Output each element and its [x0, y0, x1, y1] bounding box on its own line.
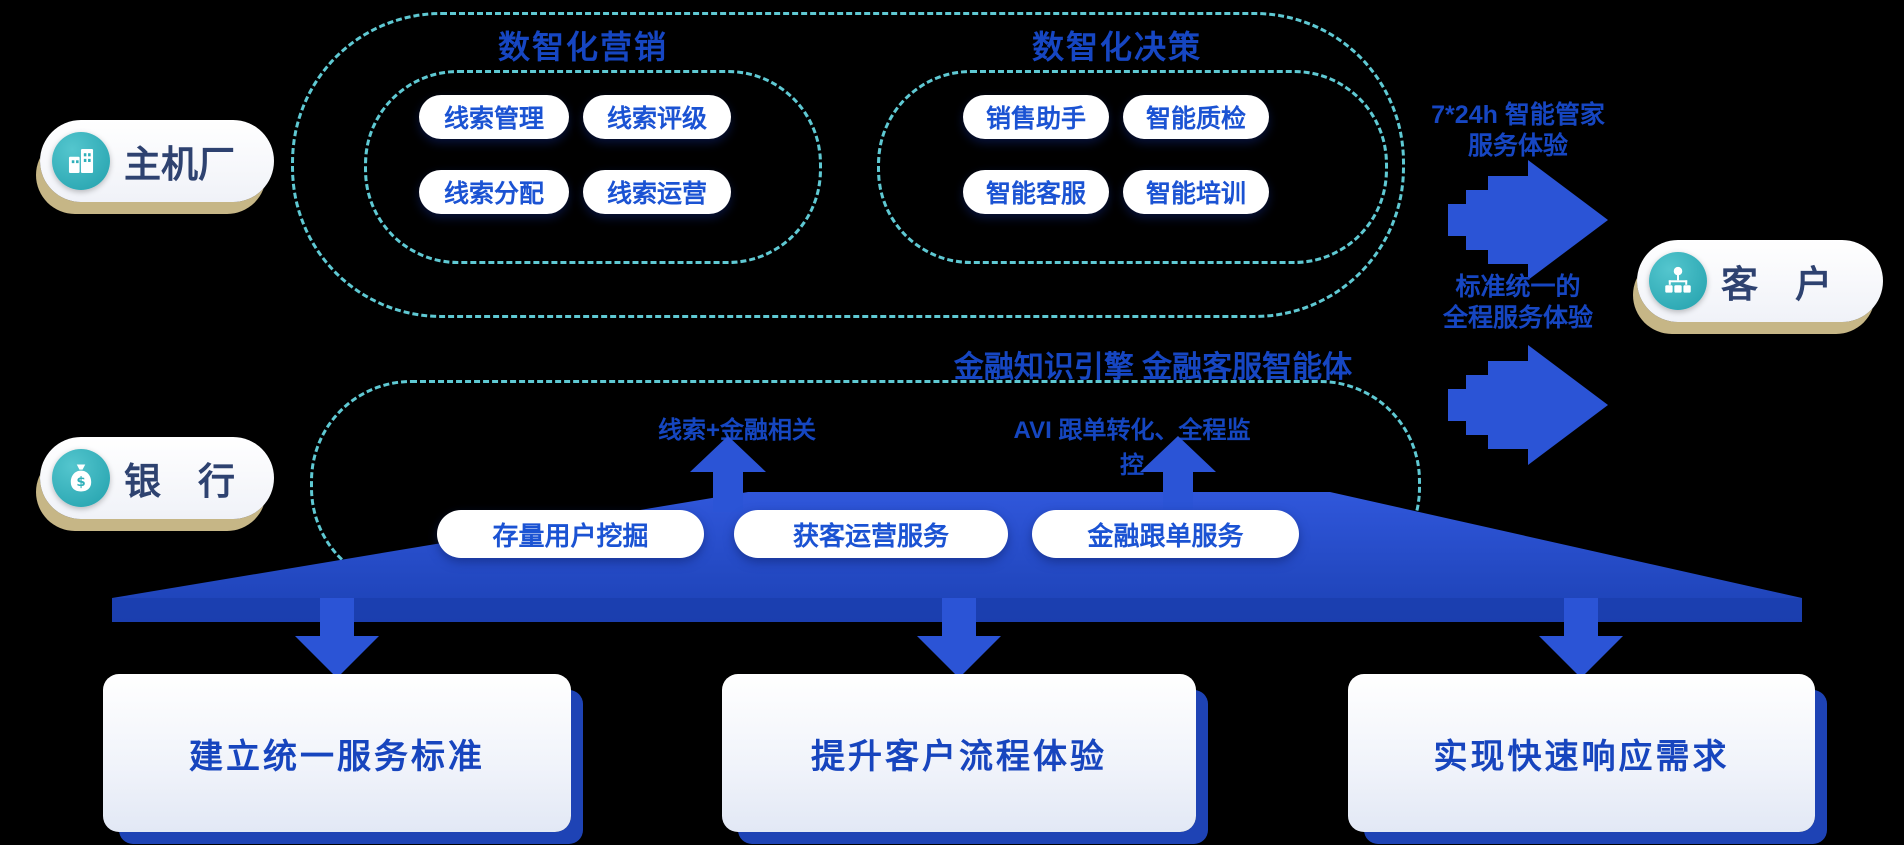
goal-box-rapid-response: 实现快速响应需求 — [1348, 674, 1815, 832]
right-arrow-icon — [1448, 345, 1608, 465]
up-arrow-icon — [1140, 436, 1216, 512]
capability-pill-smart-training: 智能培训 — [1123, 170, 1269, 214]
money-bag-icon: $ — [52, 449, 110, 507]
actor-oem: 主机厂 — [40, 120, 274, 202]
arrow-label-smart-butler: 7*24h 智能管家 服务体验 — [1408, 100, 1628, 163]
decision-title: 数智化决策 — [1031, 29, 1202, 65]
actor-oem-label: 主机厂 — [124, 144, 235, 185]
capability-pill-lead-operation: 线索运营 — [583, 170, 731, 214]
org-icon — [1649, 252, 1707, 310]
down-arrow-icon — [1539, 598, 1623, 678]
flow-label-avi-tracking: AVI 跟单转化、全程监控 — [1013, 417, 1251, 479]
arrow-label-unified-service: 标准统一的 全程服务体验 — [1408, 272, 1628, 335]
right-arrow-icon — [1448, 160, 1608, 280]
capability-pill-lead-management: 线索管理 — [419, 95, 569, 139]
service-pill-stock-user-mining: 存量用户挖掘 — [437, 510, 704, 558]
decision-subgroup — [877, 70, 1388, 264]
actor-bank-label: 银 行 — [124, 461, 235, 502]
marketing-subgroup — [364, 70, 822, 264]
actor-customer-label: 客 户 — [1721, 264, 1832, 305]
service-pill-acquisition-operation: 获客运营服务 — [734, 510, 1008, 558]
building-icon — [52, 132, 110, 190]
capability-pill-sales-assistant: 销售助手 — [963, 95, 1109, 139]
arrow-label-unified-service-line2: 全程服务体验 — [1442, 304, 1593, 333]
service-pill-finance-followup: 金融跟单服务 — [1032, 510, 1299, 558]
actor-bank: $ 银 行 — [40, 437, 274, 519]
finance-title: 金融知识引擎 金融客服智能体 — [953, 351, 1353, 384]
marketing-title: 数智化营销 — [497, 29, 668, 65]
capability-pill-smart-service: 智能客服 — [963, 170, 1109, 214]
down-arrow-icon — [917, 598, 1001, 678]
arrow-label-smart-butler-line2: 服务体验 — [1467, 132, 1568, 161]
arrow-label-smart-butler-line1: 7*24h 智能管家 — [1431, 101, 1605, 129]
flow-label-leads-finance: 线索+金融相关 — [657, 417, 816, 444]
svg-text:$: $ — [76, 475, 85, 490]
capability-pill-lead-rating: 线索评级 — [583, 95, 731, 139]
up-arrow-icon — [690, 436, 766, 512]
down-arrow-icon — [295, 598, 379, 678]
digital-capability-group — [291, 12, 1405, 318]
arrow-label-unified-service-line1: 标准统一的 — [1455, 273, 1581, 301]
actor-customer: 客 户 — [1637, 240, 1883, 322]
capability-pill-quality-check: 智能质检 — [1123, 95, 1269, 139]
capability-pill-lead-assignment: 线索分配 — [419, 170, 569, 214]
goal-box-unified-standard: 建立统一服务标准 — [103, 674, 571, 832]
goal-box-customer-experience: 提升客户流程体验 — [722, 674, 1196, 832]
